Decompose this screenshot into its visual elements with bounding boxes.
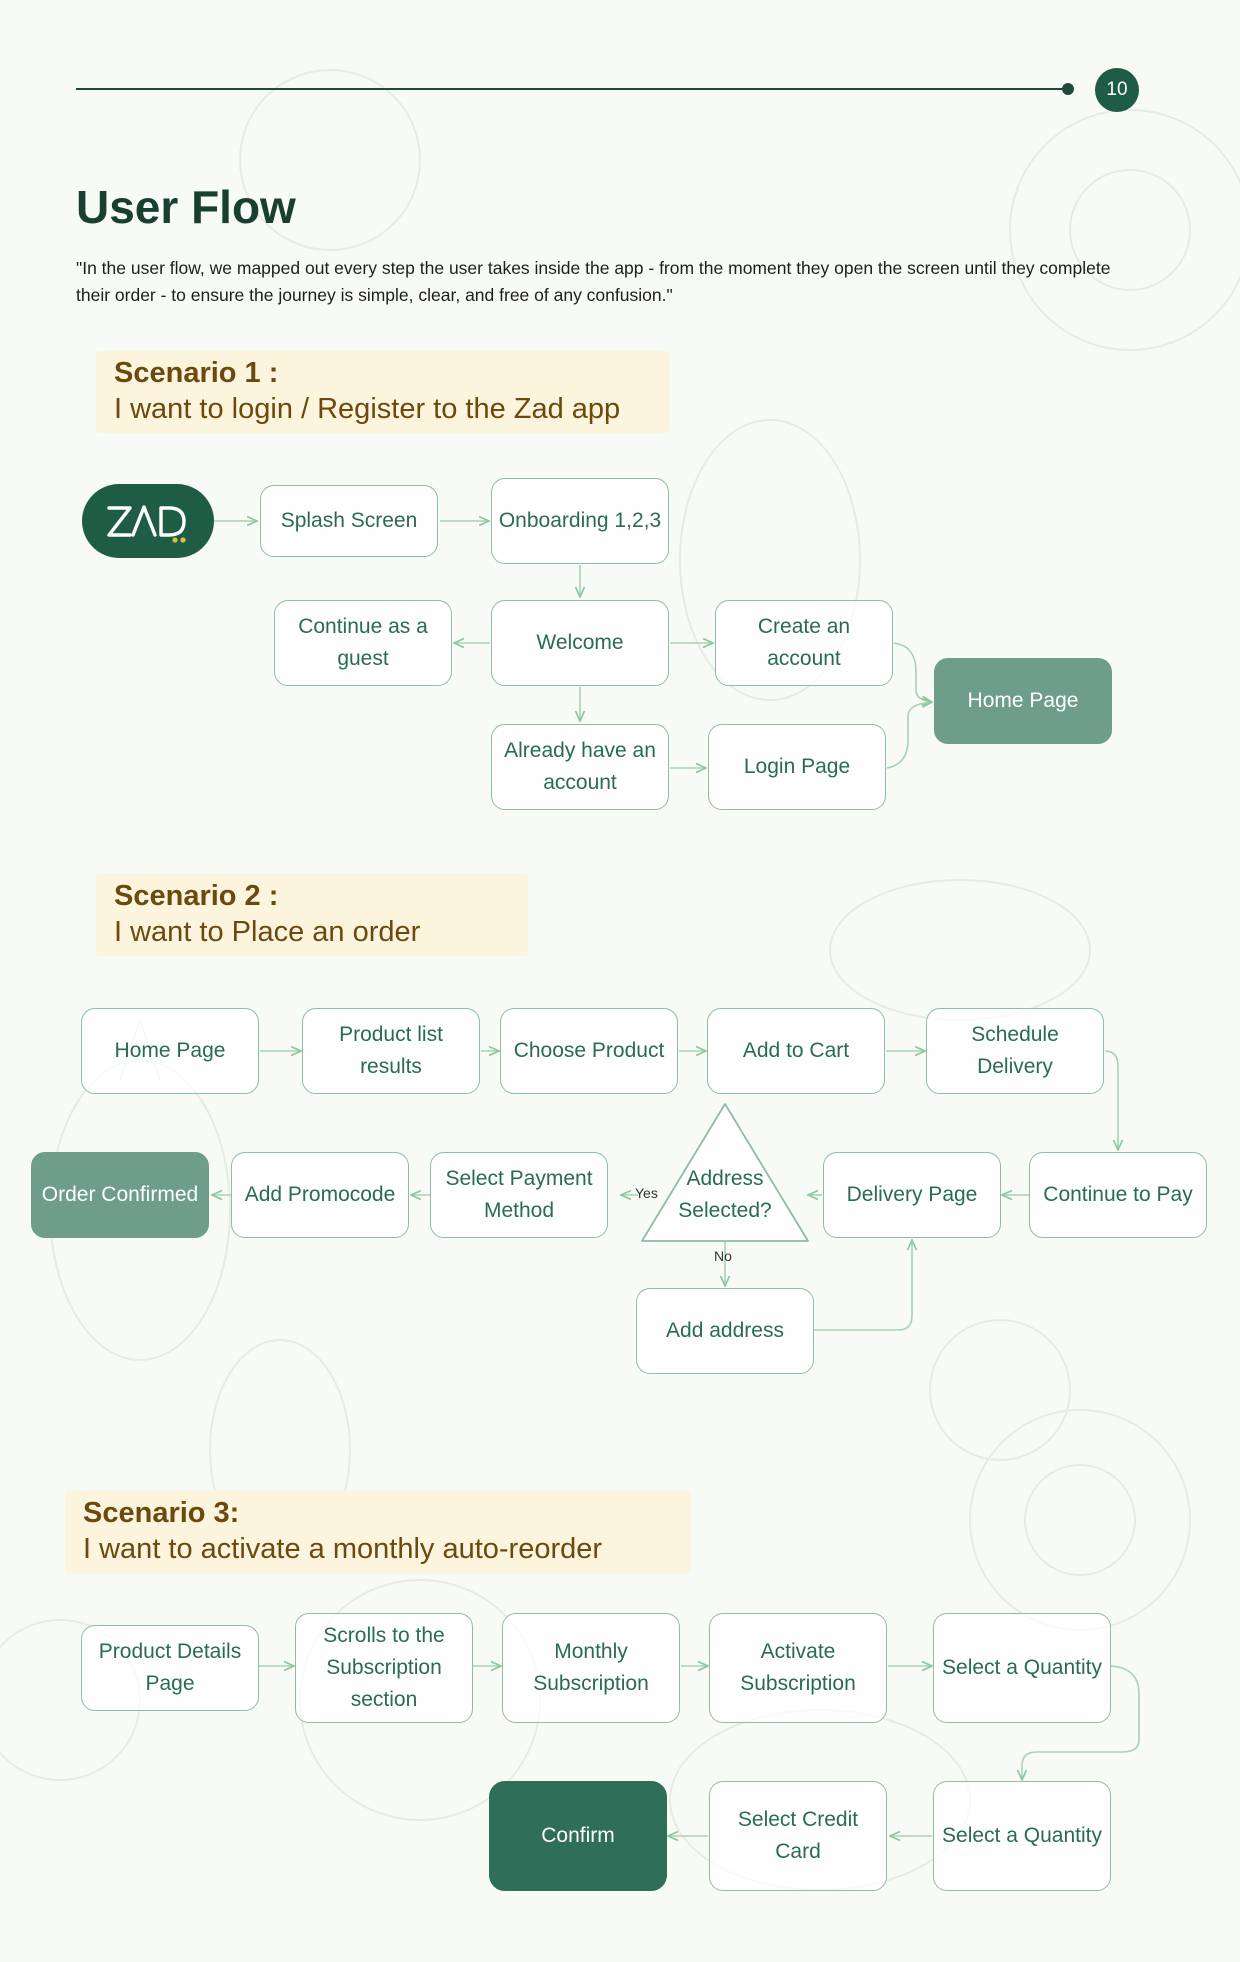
monthly-subscription-node: Monthly Subscription [502,1613,680,1723]
splash-screen-node: Splash Screen [260,485,438,557]
already-have-account-node: Already have an account [491,724,669,810]
yes-branch-label: Yes [635,1185,658,1201]
choose-product-node: Choose Product [500,1008,678,1094]
select-payment-method-node: Select Payment Method [430,1152,608,1238]
header-rule [76,88,1068,90]
order-confirmed-node: Order Confirmed [31,1152,209,1238]
add-address-node: Add address [636,1288,814,1374]
product-details-page-node: Product Details Page [81,1625,259,1711]
intro-paragraph: "In the user flow, we mapped out every s… [76,258,1111,305]
confirm-node: Confirm [489,1781,667,1891]
add-promocode-node: Add Promocode [231,1152,409,1238]
onboarding-node: Onboarding 1,2,3 [491,478,669,564]
home-page-node-scenario-2: Home Page [81,1008,259,1094]
scenario-2-subtitle: I want to Place an order [114,916,421,948]
scrolls-to-subscription-node: Scrolls to the Subscription section [295,1613,473,1723]
scenario-3-subtitle: I want to activate a monthly auto-reorde… [83,1533,603,1565]
select-quantity-node-2: Select a Quantity [933,1781,1111,1891]
activate-subscription-node: Activate Subscription [709,1613,887,1723]
address-selected-decision [641,1103,809,1242]
login-page-node: Login Page [708,724,886,810]
continue-as-guest-node: Continue as a guest [274,600,452,686]
scenario-3-heading: Scenario 3: [83,1497,240,1529]
continue-to-pay-node: Continue to Pay [1029,1152,1207,1238]
home-page-node-scenario-1: Home Page [934,658,1112,744]
page-number-badge: 10 [1095,68,1139,112]
create-account-node: Create an account [715,600,893,686]
scenario-3-banner: Scenario 3: I want to activate a monthly… [65,1491,691,1573]
delivery-page-node: Delivery Page [823,1152,1001,1238]
header-rule-dot [1062,83,1074,95]
page-title: User Flow [76,181,296,233]
scenario-1-heading: Scenario 1 : [114,357,279,389]
product-list-results-node: Product list results [302,1008,480,1094]
schedule-delivery-node: Schedule Delivery [926,1008,1104,1094]
address-selected-label: Address Selected? [678,1167,772,1222]
select-quantity-node-1: Select a Quantity [933,1613,1111,1723]
scenario-1-banner: Scenario 1 : I want to login / Register … [96,351,670,433]
no-branch-label: No [714,1248,732,1264]
zad-logo-mark [107,505,186,543]
select-credit-card-node: Select Credit Card [709,1781,887,1891]
welcome-node: Welcome [491,600,669,686]
scenario-2-banner: Scenario 2 : I want to Place an order [96,874,528,956]
add-to-cart-node: Add to Cart [707,1008,885,1094]
scenario-1-subtitle: I want to login / Register to the Zad ap… [114,393,621,425]
scenario-2-heading: Scenario 2 : [114,880,279,912]
zad-logo [82,484,214,558]
